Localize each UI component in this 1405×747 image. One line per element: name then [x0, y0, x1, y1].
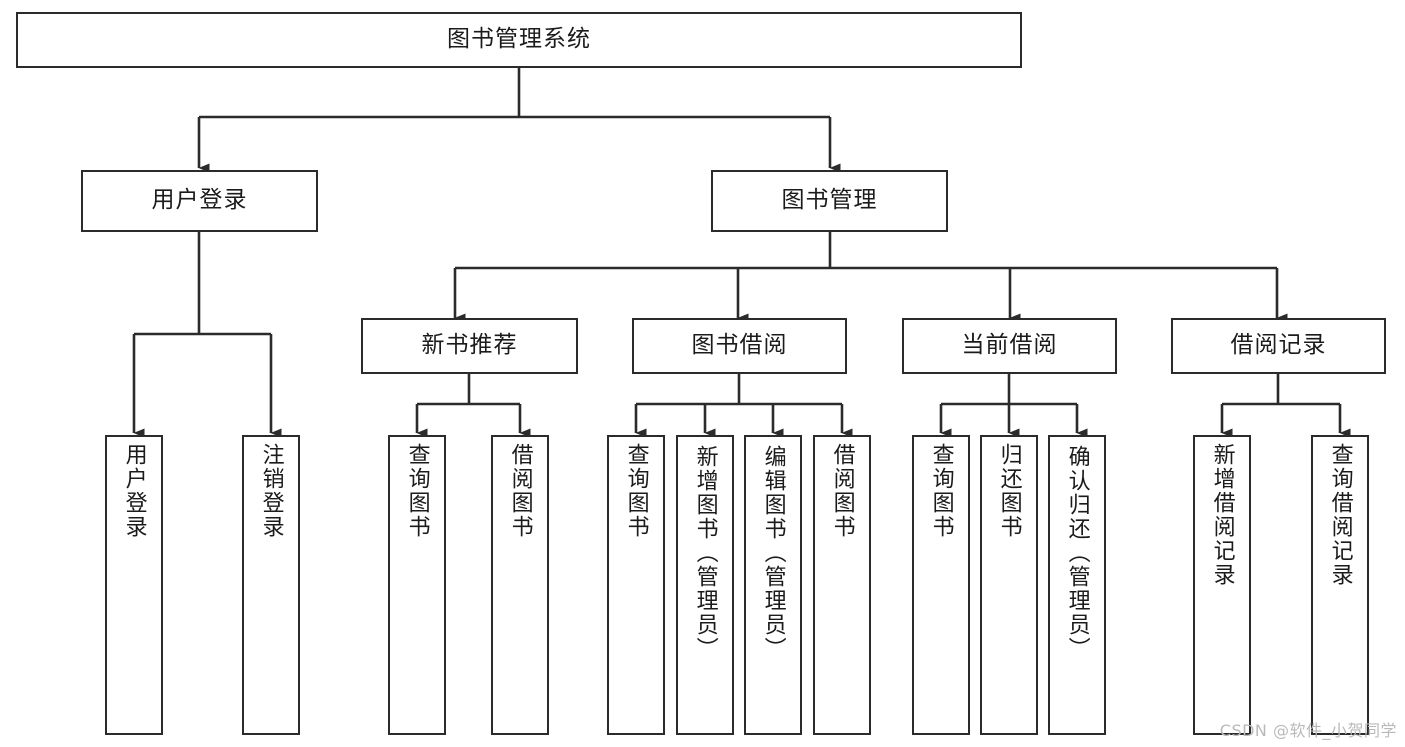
leaf-label: 查询图书: [404, 443, 430, 539]
node-label: 图书管理: [781, 187, 878, 214]
leaf-new-book-borrow[interactable]: 借阅图书: [491, 435, 549, 735]
node-label: 图书管理系统: [447, 26, 591, 53]
node-new-book-recommend[interactable]: 新书推荐: [361, 318, 578, 374]
node-borrow-record[interactable]: 借阅记录: [1171, 318, 1386, 374]
leaf-label: 用户登录: [121, 443, 147, 539]
leaf-label: 新增图书（管理员）: [692, 445, 718, 661]
leaf-user-login-logout[interactable]: 注销登录: [242, 435, 300, 735]
node-label: 图书借阅: [691, 332, 788, 359]
leaf-book-borrow-add[interactable]: 新增图书（管理员）: [676, 435, 734, 735]
node-book-management[interactable]: 图书管理: [711, 170, 948, 232]
leaf-borrow-record-query[interactable]: 查询借阅记录: [1311, 435, 1369, 735]
leaf-book-borrow-query[interactable]: 查询图书: [607, 435, 665, 735]
leaf-label: 查询图书: [623, 443, 649, 539]
leaf-book-borrow-edit[interactable]: 编辑图书（管理员）: [744, 435, 802, 735]
leaf-label: 借阅图书: [829, 443, 855, 539]
node-user-login[interactable]: 用户登录: [81, 170, 318, 232]
leaf-label: 新增借阅记录: [1209, 443, 1235, 587]
leaf-book-borrow-borrow[interactable]: 借阅图书: [813, 435, 871, 735]
node-current-borrow[interactable]: 当前借阅: [902, 318, 1117, 374]
leaf-user-login-login[interactable]: 用户登录: [105, 435, 163, 735]
leaf-new-book-query[interactable]: 查询图书: [388, 435, 446, 735]
leaf-label: 查询图书: [928, 443, 954, 539]
node-root-book-management-system[interactable]: 图书管理系统: [16, 12, 1022, 68]
leaf-borrow-record-add[interactable]: 新增借阅记录: [1193, 435, 1251, 735]
node-label: 新书推荐: [421, 332, 518, 359]
leaf-label: 归还图书: [996, 443, 1022, 539]
leaf-label: 查询借阅记录: [1327, 443, 1353, 587]
node-label: 用户登录: [151, 187, 248, 214]
leaf-current-borrow-confirm-return[interactable]: 确认归还（管理员）: [1048, 435, 1106, 735]
leaf-label: 编辑图书（管理员）: [760, 445, 786, 661]
leaf-current-borrow-query[interactable]: 查询图书: [912, 435, 970, 735]
watermark: CSDN @软件_小贺同学: [1219, 721, 1397, 740]
node-label: 当前借阅: [961, 332, 1058, 359]
leaf-current-borrow-return[interactable]: 归还图书: [980, 435, 1038, 735]
leaf-label: 借阅图书: [507, 443, 533, 539]
leaf-label: 注销登录: [258, 443, 284, 539]
node-book-borrow[interactable]: 图书借阅: [632, 318, 847, 374]
node-label: 借阅记录: [1230, 332, 1327, 359]
leaf-label: 确认归还（管理员）: [1064, 445, 1090, 661]
